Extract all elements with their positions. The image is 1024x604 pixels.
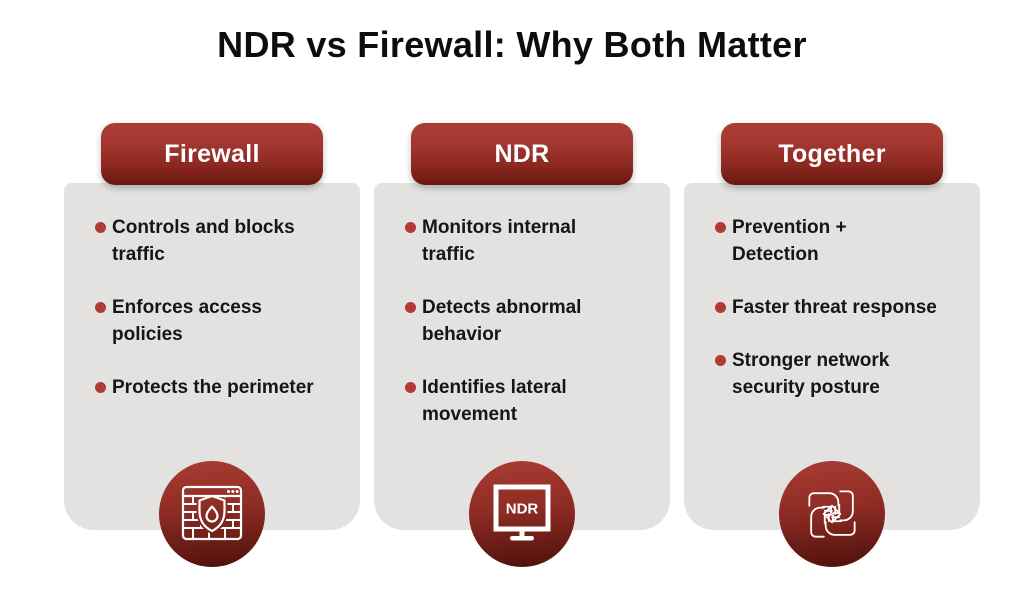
bullet-text: Identifies lateral movement	[422, 377, 567, 425]
bullet-dot	[95, 382, 106, 393]
bullet-item: Stronger network security posture	[715, 347, 970, 401]
bullet-item: Enforces access policies	[95, 294, 350, 348]
bullet-text: Detects abnormal behavior	[422, 297, 582, 345]
bullet-dot	[405, 382, 416, 393]
monitor-screen-label: NDR	[506, 501, 539, 518]
firewall-bullet-list: Controls and blocks traffic Enforces acc…	[95, 214, 350, 401]
bullet-text: Stronger network security posture	[732, 350, 890, 398]
bullet-dot	[405, 302, 416, 313]
bullet-dot	[715, 222, 726, 233]
together-header-label: Together	[778, 139, 886, 168]
ndr-monitor-icon: NDR	[493, 484, 551, 541]
bullet-text: Controls and blocks traffic	[112, 217, 295, 265]
comparison-columns: Firewall Controls and blocks traffic Enf…	[64, 123, 980, 604]
bullet-text: Faster threat response	[732, 297, 937, 318]
bullet-item: Prevention + Detection	[715, 214, 970, 268]
ndr-icon-badge: NDR	[469, 461, 575, 567]
bullet-dot	[95, 222, 106, 233]
together-header-tab: Together	[721, 123, 943, 185]
bullet-item: Monitors internal traffic	[405, 214, 660, 268]
united-hands-icon	[808, 490, 856, 538]
bullet-item: Detects abnormal behavior	[405, 294, 660, 348]
column-firewall: Firewall Controls and blocks traffic Enf…	[64, 123, 360, 604]
column-ndr: NDR Monitors internal traffic Detects ab…	[374, 123, 670, 604]
firewall-header-tab: Firewall	[101, 123, 323, 185]
ndr-header-label: NDR	[494, 139, 550, 168]
firewall-icon	[181, 485, 243, 541]
bullet-text: Prevention + Detection	[732, 217, 847, 265]
firewall-icon-badge	[159, 461, 265, 567]
bullet-item: Identifies lateral movement	[405, 374, 660, 428]
bullet-text: Enforces access policies	[112, 297, 262, 345]
bullet-item: Protects the perimeter	[95, 374, 350, 401]
bullet-text: Monitors internal traffic	[422, 217, 577, 265]
bullet-dot	[405, 222, 416, 233]
firewall-header-label: Firewall	[164, 139, 260, 168]
ndr-bullet-list: Monitors internal traffic Detects abnorm…	[405, 214, 660, 428]
together-bullet-list: Prevention + Detection Faster threat res…	[715, 214, 970, 401]
together-icon-badge	[779, 461, 885, 567]
bullet-dot	[715, 302, 726, 313]
ndr-header-tab: NDR	[411, 123, 633, 185]
bullet-item: Faster threat response	[715, 294, 970, 321]
column-together: Together Prevention + Detection Faster t…	[684, 123, 980, 604]
bullet-dot	[715, 355, 726, 366]
bullet-dot	[95, 302, 106, 313]
bullet-text: Protects the perimeter	[112, 377, 314, 398]
bullet-item: Controls and blocks traffic	[95, 214, 350, 268]
page-title: NDR vs Firewall: Why Both Matter	[217, 24, 807, 65]
